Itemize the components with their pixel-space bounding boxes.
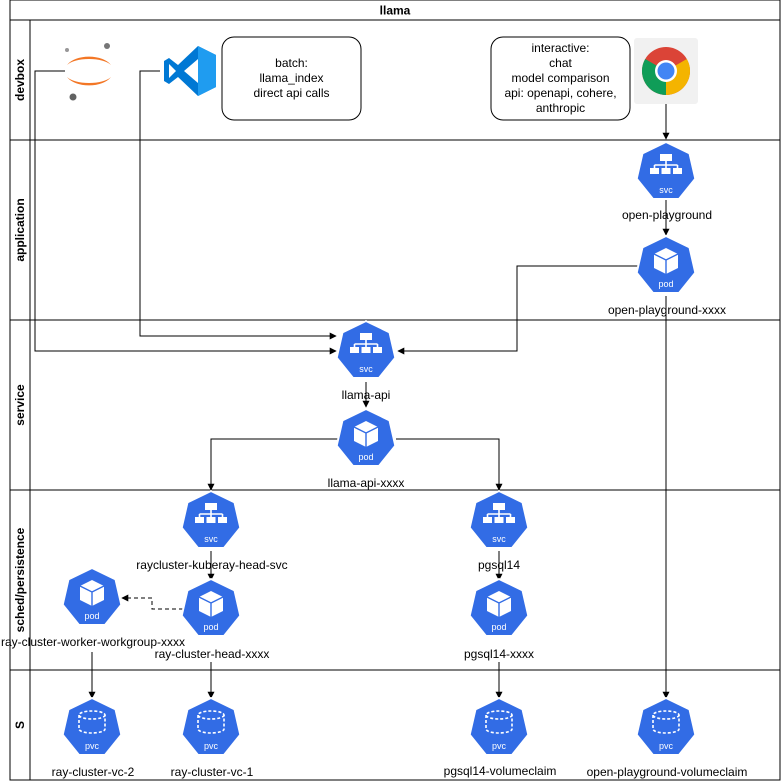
note-interactive-line-2: chat: [549, 56, 572, 70]
connectors: [34, 70, 670, 699]
lane-label-storage: S: [13, 721, 27, 729]
open-playground-svc: svc: [635, 141, 697, 200]
pvc-ray-cluster-vc-2-label: ray-cluster-vc-2: [52, 765, 135, 779]
svc-badge: svc: [204, 534, 218, 544]
pgsql14-pod: pod: [468, 578, 530, 637]
pvc-ray-cluster-vc-1-label: ray-cluster-vc-1: [171, 765, 254, 779]
pvc-open-playground-volumeclaim-label: open-playground-volumeclaim: [587, 765, 748, 779]
note-batch: batch: llama_index direct api calls: [221, 36, 362, 121]
open-playground-pod: pod: [635, 235, 697, 294]
note-interactive-line-4: api: openapi, cohere,: [504, 86, 616, 100]
edge-head-pod-to-worker-pod: [121, 594, 183, 610]
edge-open-playground-pod-to-llama-api: [397, 265, 638, 355]
pvc-open-playground-volumeclaim: pvc: [635, 697, 697, 756]
ray-cluster-head-pod: pod: [180, 578, 242, 637]
pod-badge: pod: [358, 452, 373, 462]
edge-vscode-to-llama-api: [139, 70, 337, 340]
jupyter-icon: [65, 43, 111, 101]
raycluster-head-svc: svc: [180, 490, 242, 549]
open-playground-svc-label: open-playground: [622, 208, 712, 222]
open-playground-pod-label: open-playground-xxxx: [608, 303, 726, 317]
note-interactive-line-3: model comparison: [511, 71, 609, 85]
pvc-pgsql14-volumeclaim-label: pgsql14-volumeclaim: [444, 764, 557, 778]
pod-badge: pod: [658, 279, 673, 289]
pvc-ray-cluster-vc-2: pvc: [61, 697, 123, 756]
pvc-badge: pvc: [85, 741, 100, 751]
lane-label-sched-persistence: sched/persistence: [13, 527, 27, 632]
lane-label-application: application: [13, 198, 27, 261]
edge-llama-api-pod-to-pgsql-svc: [396, 438, 503, 491]
ray-cluster-worker-pod-label: ray-cluster-worker-workgroup-xxxx: [1, 635, 185, 649]
raycluster-head-svc-label: raycluster-kuberay-head-svc: [136, 558, 287, 572]
pvc-badge: pvc: [492, 741, 507, 751]
note-batch-line-2: llama_index: [259, 71, 323, 85]
pgsql14-svc: svc: [468, 490, 530, 549]
vscode-icon: [164, 46, 216, 96]
ray-cluster-head-pod-label: ray-cluster-head-xxxx: [155, 647, 270, 661]
diagram-frame: [9, 0, 781, 781]
svc-badge: svc: [659, 185, 673, 195]
edge-jupyter-to-llama-api: [34, 70, 337, 355]
pgsql14-svc-label: pgsql14: [478, 558, 520, 572]
lane-label-devbox: devbox: [13, 59, 27, 101]
llama-api-pod-label: llama-api-xxxx: [328, 476, 405, 490]
pvc-pgsql14-volumeclaim: pvc: [468, 697, 530, 756]
lane-label-service: service: [13, 384, 27, 426]
note-batch-line-1: batch:: [275, 56, 308, 70]
svc-badge: svc: [359, 364, 373, 374]
pod-badge: pod: [491, 622, 506, 632]
pvc-badge: pvc: [204, 741, 219, 751]
pod-badge: pod: [203, 622, 218, 632]
note-interactive-line-5: anthropic: [536, 101, 585, 115]
pod-badge: pod: [84, 611, 99, 621]
ray-cluster-worker-pod: pod: [61, 567, 123, 626]
note-interactive: interactive: chat model comparison api: …: [490, 36, 631, 121]
llama-api-svc: svc: [335, 320, 397, 379]
pvc-ray-cluster-vc-1: pvc: [180, 697, 242, 756]
diagram-title: llama: [380, 4, 411, 18]
lane-storage: S: [9, 669, 781, 781]
edge-llama-api-pod-to-raycluster-svc: [207, 438, 338, 491]
llama-api-pod: pod: [335, 408, 397, 467]
chrome-icon: [634, 38, 698, 104]
pvc-badge: pvc: [659, 741, 674, 751]
llama-api-svc-label: llama-api: [342, 388, 391, 402]
svc-badge: svc: [492, 534, 506, 544]
note-interactive-line-1: interactive:: [531, 41, 589, 55]
note-batch-line-3: direct api calls: [253, 86, 329, 100]
pgsql14-pod-label: pgsql14-xxxx: [464, 647, 534, 661]
